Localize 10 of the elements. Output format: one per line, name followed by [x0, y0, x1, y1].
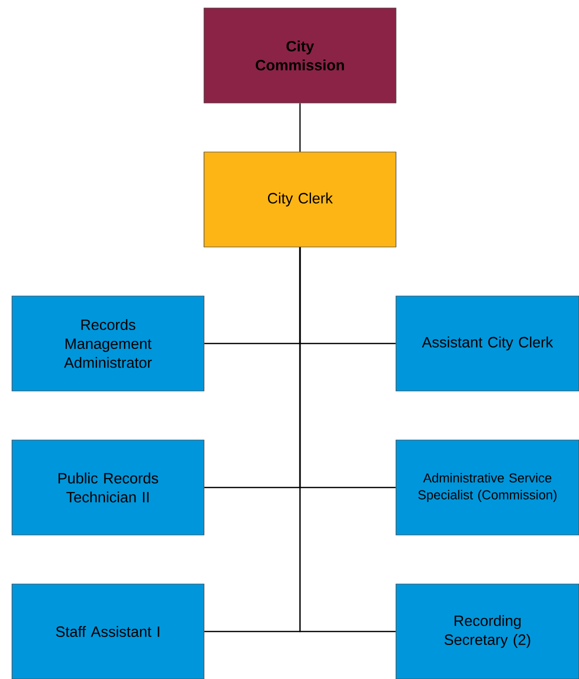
- manager-box: City Clerk: [204, 152, 396, 248]
- connector-line: [299, 247, 396, 632]
- staff-box: Public Records Technician II: [12, 440, 204, 536]
- staff-box: Administrative Service Specialist (Commission): [396, 440, 579, 536]
- top-box: City Commission: [204, 8, 396, 104]
- staff-box: Staff Assistant I: [12, 584, 204, 679]
- staff-box: Recording Secretary (2): [396, 584, 579, 679]
- staff-box: Assistant City Clerk: [396, 296, 579, 392]
- staff-box: Records Management Administrator: [12, 296, 204, 392]
- connector-line: [299, 103, 301, 152]
